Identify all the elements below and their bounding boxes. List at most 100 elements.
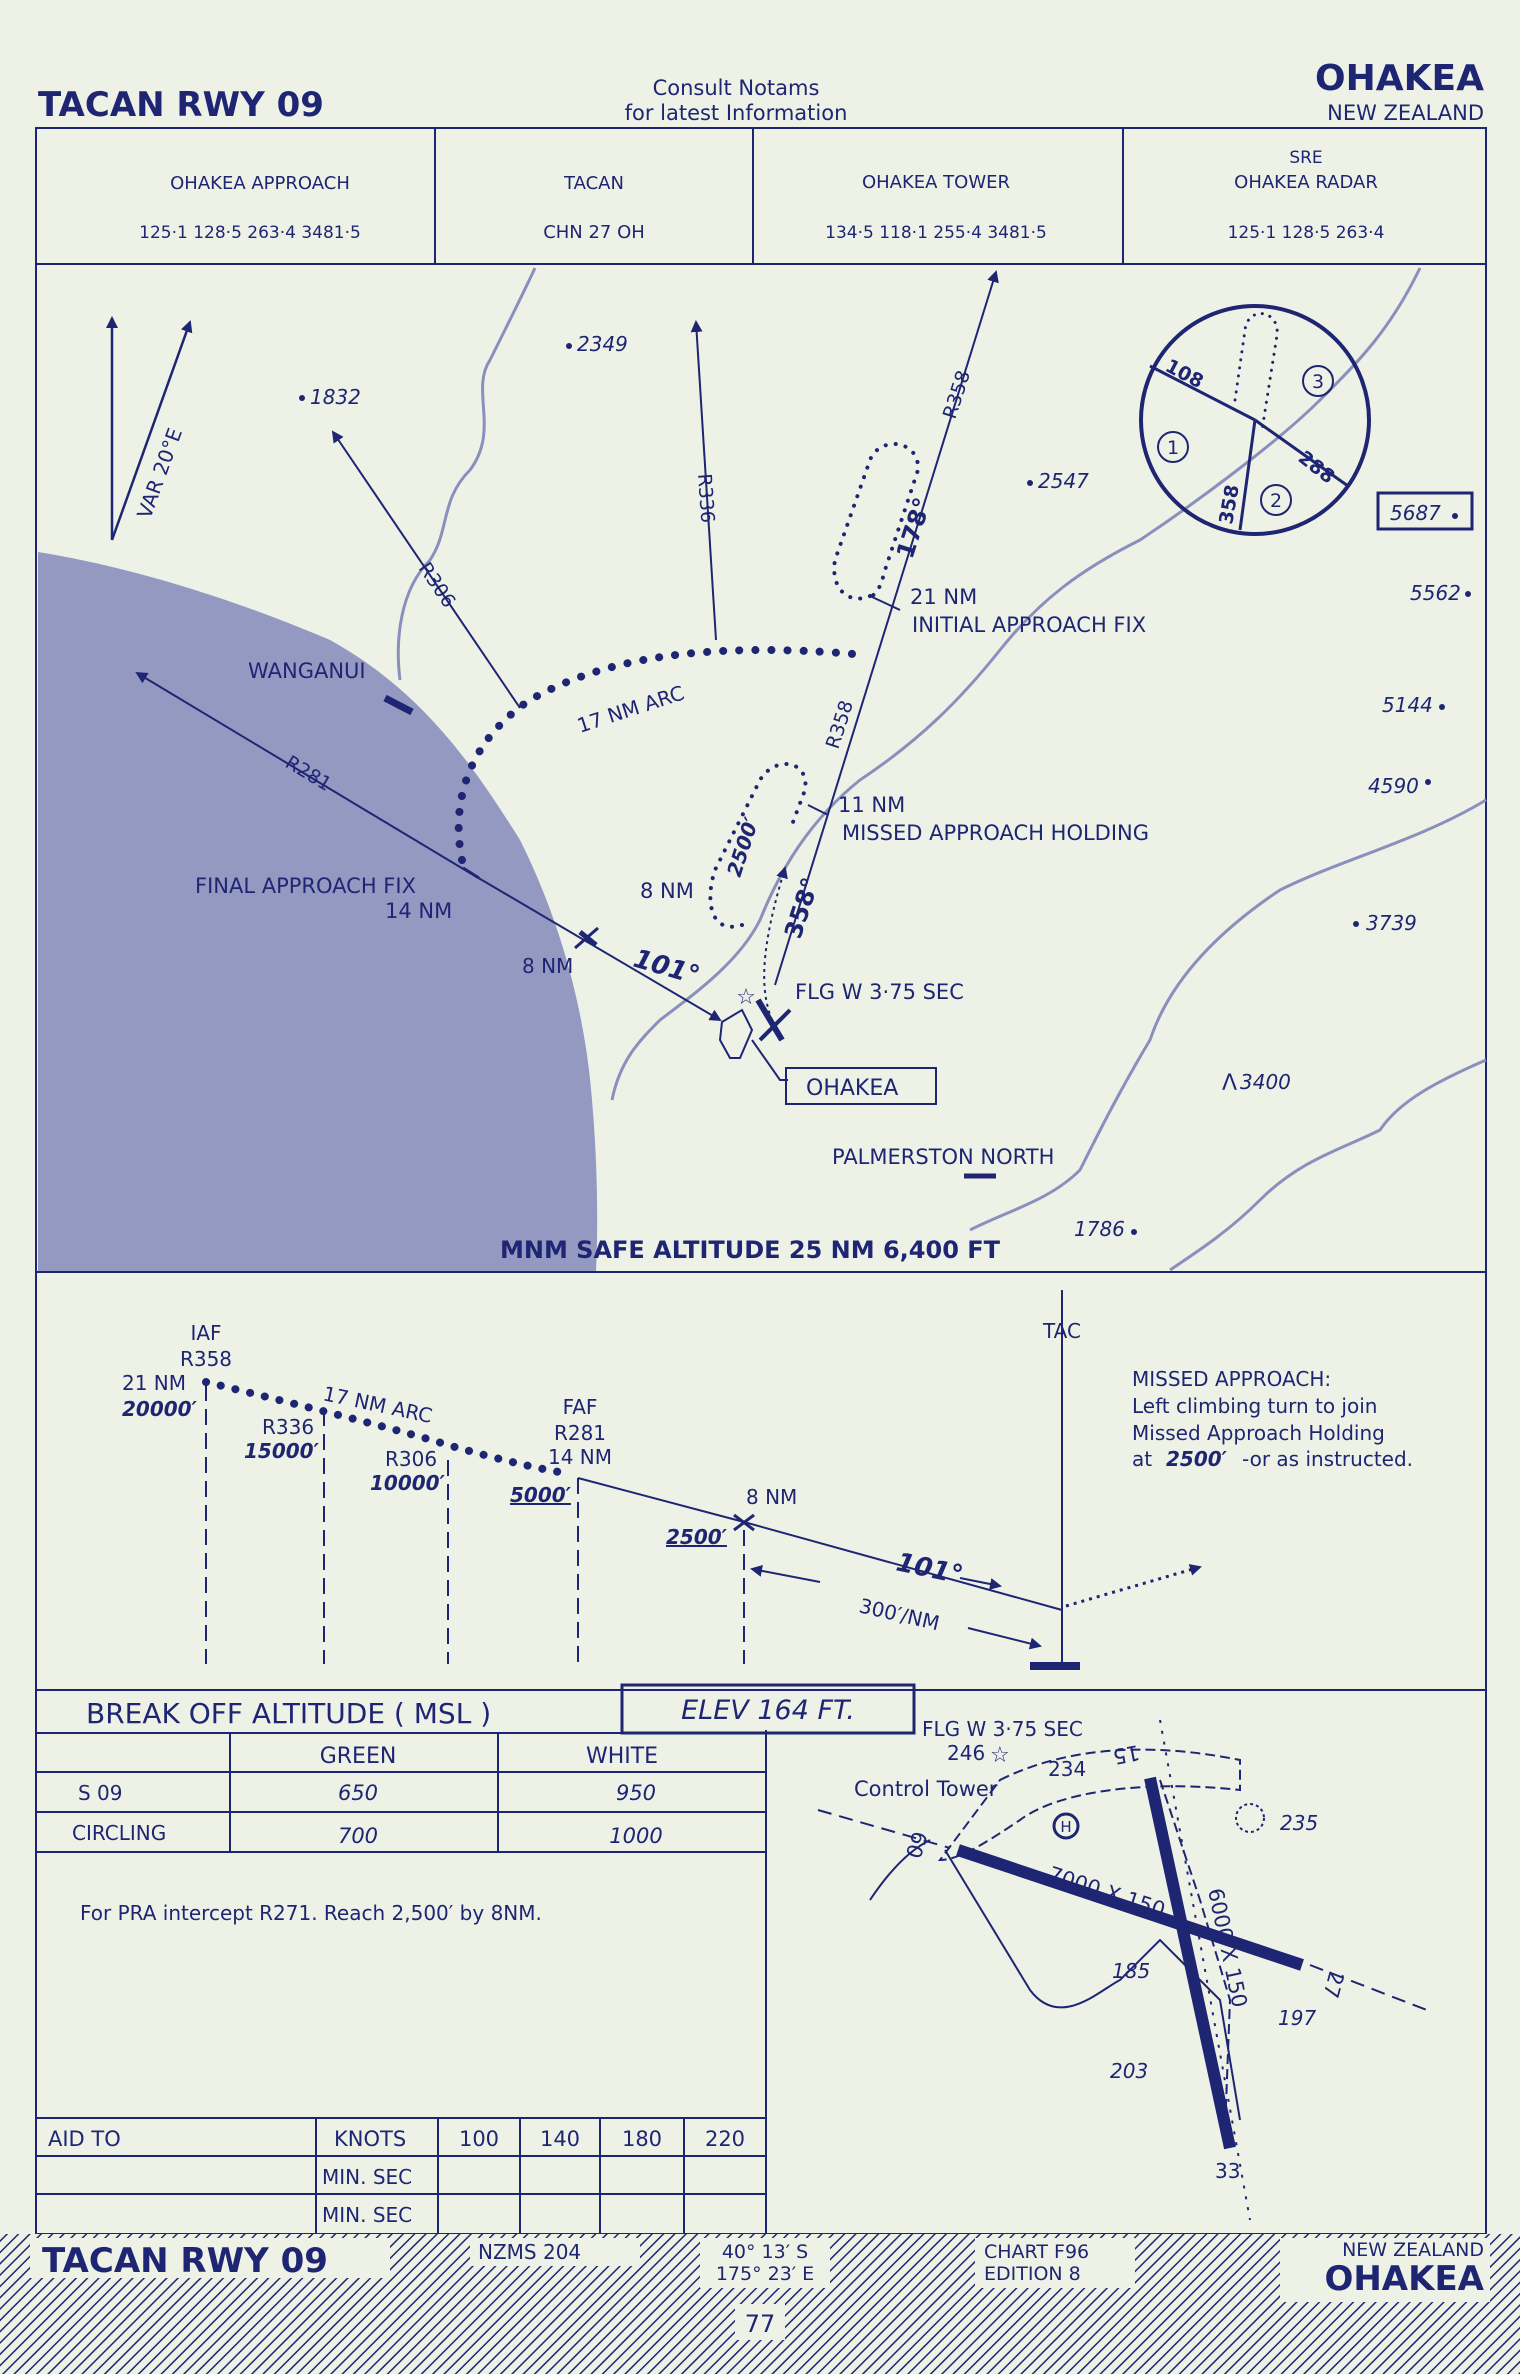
- ad-beacon-elev: 246: [947, 1741, 985, 1765]
- ad-elev-185: 185: [1112, 1959, 1150, 1983]
- airport-name: OHAKEA: [1315, 58, 1484, 99]
- rwy-15-label: 15: [1111, 1740, 1142, 1769]
- profile-8nm-alt: 2500′: [666, 1525, 728, 1549]
- variation-label: VAR 20°E: [132, 425, 187, 522]
- minima-table: GREEN WHITE S 09 650 950 CIRCLING 700 10…: [36, 1732, 766, 1853]
- profile-gradient: 300′/NM: [857, 1593, 942, 1635]
- holding-alt-2500: 2500′: [722, 813, 764, 879]
- obstacle-light-icon: [1235, 1803, 1265, 1833]
- footer-map-ref: NZMS 204: [478, 2240, 581, 2264]
- country-name: NEW ZEALAND: [1327, 101, 1484, 125]
- row-circling-green: 700: [338, 1824, 378, 1848]
- iaf-distance: 21 NM: [910, 585, 977, 609]
- elevation-box: ELEV 164 FT.: [681, 1695, 855, 1726]
- missed-course-358: 358°: [779, 874, 825, 942]
- aid-to-table: AID TO KNOTS 100 140 180 220 MIN. SEC MI…: [36, 2117, 766, 2234]
- footer-title: TACAN RWY 09: [42, 2241, 328, 2281]
- town-palmerston-north: PALMERSTON NORTH: [832, 1145, 1054, 1169]
- row-s09-label: S 09: [78, 1781, 123, 1805]
- min-sec-label-1: MIN. SEC: [322, 2165, 412, 2189]
- river-oroua: [1169, 1058, 1487, 1272]
- footer-chart: CHART F96: [984, 2241, 1089, 2263]
- row-circling-white: 1000: [609, 1824, 662, 1848]
- freq-tower-label: OHAKEA TOWER: [862, 172, 1010, 193]
- profile-r336-radial: R336: [262, 1415, 314, 1439]
- radial-r358-top-label: R358: [939, 368, 975, 422]
- row-circling-label: CIRCLING: [72, 1821, 166, 1845]
- aid-to-label: AID TO: [48, 2127, 121, 2151]
- profile-course-101: 101°: [894, 1548, 966, 1591]
- freq-approach-value: 125·1 128·5 263·4 3481·5: [139, 223, 361, 243]
- footer-airport: OHAKEA: [1324, 2259, 1484, 2299]
- spot-height-2547: 2547: [1038, 469, 1089, 493]
- initial-holding-pattern: [832, 442, 921, 601]
- final-course-line: [469, 872, 722, 1022]
- missed-approach-at: at: [1132, 1447, 1152, 1471]
- final-course-101: 101°: [630, 944, 703, 991]
- spot-heights: 1832 2349 2547 5687 5562 5144 4590 3739 …: [299, 332, 1474, 1241]
- page-number: 77: [745, 2310, 776, 2338]
- break-off-title: BREAK OFF ALTITUDE ( MSL ): [86, 1697, 491, 1730]
- ad-tower-label: Control Tower: [854, 1777, 998, 1801]
- radial-r281-line: [135, 671, 471, 874]
- missed-approach-line3: -or as instructed.: [1242, 1447, 1413, 1471]
- profile-faf-name: FAF: [563, 1395, 598, 1419]
- freq-tacan-value: CHN 27 OH: [543, 222, 645, 243]
- iaf-name: INITIAL APPROACH FIX: [912, 613, 1146, 637]
- missed-approach-path: [1065, 1564, 1202, 1608]
- speed-220: 220: [705, 2127, 745, 2151]
- ad-elev-235: 235: [1280, 1811, 1318, 1835]
- profile-descent-path: [577, 1477, 1063, 1611]
- row-s09-white: 950: [616, 1781, 656, 1805]
- plan-view: VAR 20°E R306 R336 R358 R358 R281 17 NM …: [35, 263, 1487, 1273]
- msa-radial-358: 358: [1215, 483, 1244, 526]
- speed-100: 100: [459, 2127, 499, 2151]
- header: TACAN RWY 09 Consult Notams for latest I…: [38, 58, 1484, 125]
- notam-notice-line1: Consult Notams: [653, 76, 820, 100]
- spot-height-5687: 5687: [1390, 501, 1441, 525]
- footer-country: NEW ZEALAND: [1342, 2239, 1484, 2261]
- spot-height-5562: 5562: [1410, 581, 1461, 605]
- runway-15-33: [1144, 1776, 1236, 2150]
- msa-sector-2: 2: [1270, 490, 1282, 512]
- spot-height-2349: 2349: [577, 332, 628, 356]
- spot-height-3739: 3739: [1366, 911, 1417, 935]
- missed-hold-name: MISSED APPROACH HOLDING: [842, 821, 1149, 845]
- msa-radial-108: 108: [1162, 355, 1207, 393]
- faf-distance: 14 NM: [385, 899, 452, 923]
- msa-note: MNM SAFE ALTITUDE 25 NM 6,400 FT: [500, 1236, 1001, 1264]
- freq-radar-label: OHAKEA RADAR: [1234, 172, 1378, 193]
- profile-faf-radial: R281: [554, 1421, 606, 1445]
- arc-label: 17 NM ARC: [574, 681, 687, 738]
- plan-beacon: FLG W 3·75 SEC: [795, 980, 964, 1004]
- freq-tower-value: 134·5 118·1 255·4 3481·5: [825, 223, 1047, 243]
- river-rangitikei: [610, 267, 1422, 1101]
- profile-faf-dist: 14 NM: [548, 1445, 612, 1469]
- chart-title: TACAN RWY 09: [38, 85, 324, 125]
- freq-radar-sre: SRE: [1289, 148, 1322, 168]
- notam-notice-line2: for latest Information: [625, 101, 848, 125]
- ad-tower-elev: 234: [1048, 1757, 1086, 1781]
- col-white: WHITE: [586, 1744, 658, 1769]
- row-s09-green: 650: [338, 1781, 378, 1805]
- msa-sector-3: 3: [1312, 371, 1324, 393]
- beacon-star-icon: ☆: [736, 985, 756, 1010]
- speed-180: 180: [622, 2127, 662, 2151]
- missed-approach-alt: 2500′: [1166, 1447, 1228, 1471]
- aerodrome-diagram: 7000 X 150 6000 X 150 09 27 15 33 FLG W …: [817, 1717, 1433, 2221]
- footer: TACAN RWY 09 NZMS 204 40° 13′ S 175° 23′…: [0, 2234, 1520, 2374]
- spot-height-4590: 4590: [1368, 774, 1419, 798]
- missed-approach-title: MISSED APPROACH:: [1132, 1367, 1331, 1391]
- ad-elev-203: 203: [1110, 2059, 1148, 2083]
- col-green: GREEN: [320, 1744, 397, 1769]
- spot-height-1786: 1786: [1074, 1217, 1125, 1241]
- min-sec-label-2: MIN. SEC: [322, 2203, 412, 2227]
- pra-note: For PRA intercept R271. Reach 2,500′ by …: [80, 1901, 542, 1925]
- faf-name: FINAL APPROACH FIX: [195, 874, 416, 898]
- sea-area: [38, 552, 598, 1271]
- msa-inset: 108 358 288 1 2 3: [1139, 304, 1371, 536]
- missed-hold-distance: 11 NM: [838, 793, 905, 817]
- missed-holding-pattern: [708, 762, 808, 929]
